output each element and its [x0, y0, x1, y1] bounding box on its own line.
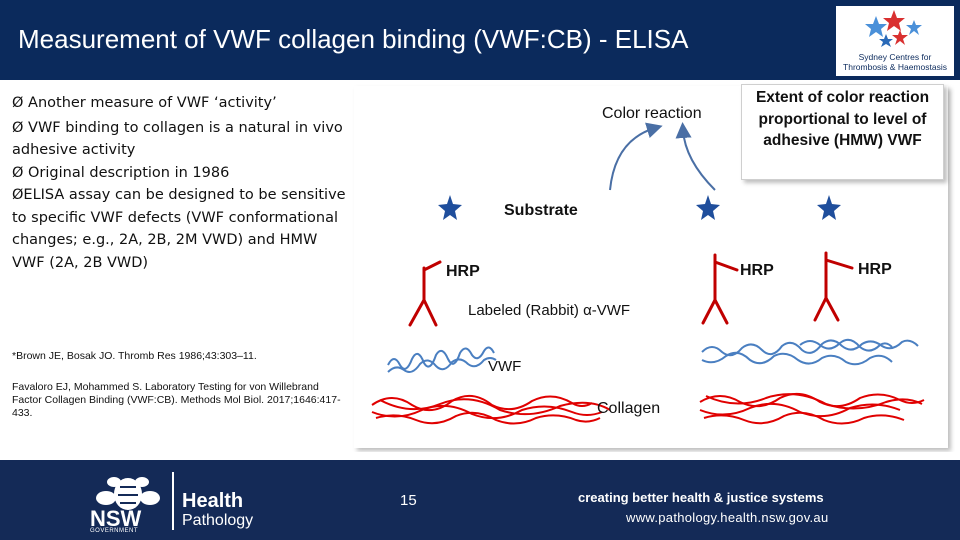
footer-url: www.pathology.health.nsw.gov.au	[626, 510, 829, 525]
reference-favaloro: Favaloro EJ, Mohammed S. Laboratory Test…	[12, 381, 347, 420]
color-reaction-label: Color reaction	[602, 105, 702, 123]
health-wordmark: Health	[182, 490, 243, 513]
nsw-government-text: GOVERNMENT	[90, 528, 138, 534]
bullet-item: Ø VWF binding to collagen is a natural i…	[12, 117, 347, 162]
vwf-label: VWF	[488, 358, 521, 375]
logo-divider	[172, 472, 174, 530]
title-bar: Measurement of VWF collagen binding (VWF…	[0, 0, 960, 80]
bullet-item: Ø Another measure of VWF ‘activity’	[12, 92, 347, 115]
logo-text-line2: Thrombosis & Haemostasis	[836, 62, 954, 72]
collagen-label: Collagen	[597, 400, 660, 418]
slide-title: Measurement of VWF collagen binding (VWF…	[18, 24, 688, 55]
hrp-label-middle: HRP	[740, 262, 774, 280]
logo-text-line1: Sydney Centres for	[836, 52, 954, 62]
bullet-item: ØELISA assay can be designed to be sensi…	[12, 184, 347, 274]
page-number: 15	[400, 492, 417, 509]
reference-brown: *Brown JE, Bosak JO. Thromb Res 1986;43:…	[12, 350, 347, 363]
sydney-centres-logo: Sydney Centres for Thrombosis & Haemosta…	[836, 6, 954, 76]
bullet-item: Ø Original description in 1986	[12, 162, 347, 185]
star-cluster-icon	[836, 6, 954, 50]
footer-tagline: creating better health & justice systems	[578, 490, 824, 505]
pathology-wordmark: Pathology	[182, 512, 253, 530]
bullet-list: Ø Another measure of VWF ‘activity’ Ø VW…	[12, 92, 347, 274]
labeled-antibody-label: Labeled (Rabbit) α-VWF	[468, 302, 630, 319]
extent-callout: Extent of color reaction proportional to…	[741, 84, 944, 180]
hrp-label-left: HRP	[446, 263, 480, 281]
hrp-label-right: HRP	[858, 261, 892, 279]
substrate-label: Substrate	[504, 202, 578, 220]
